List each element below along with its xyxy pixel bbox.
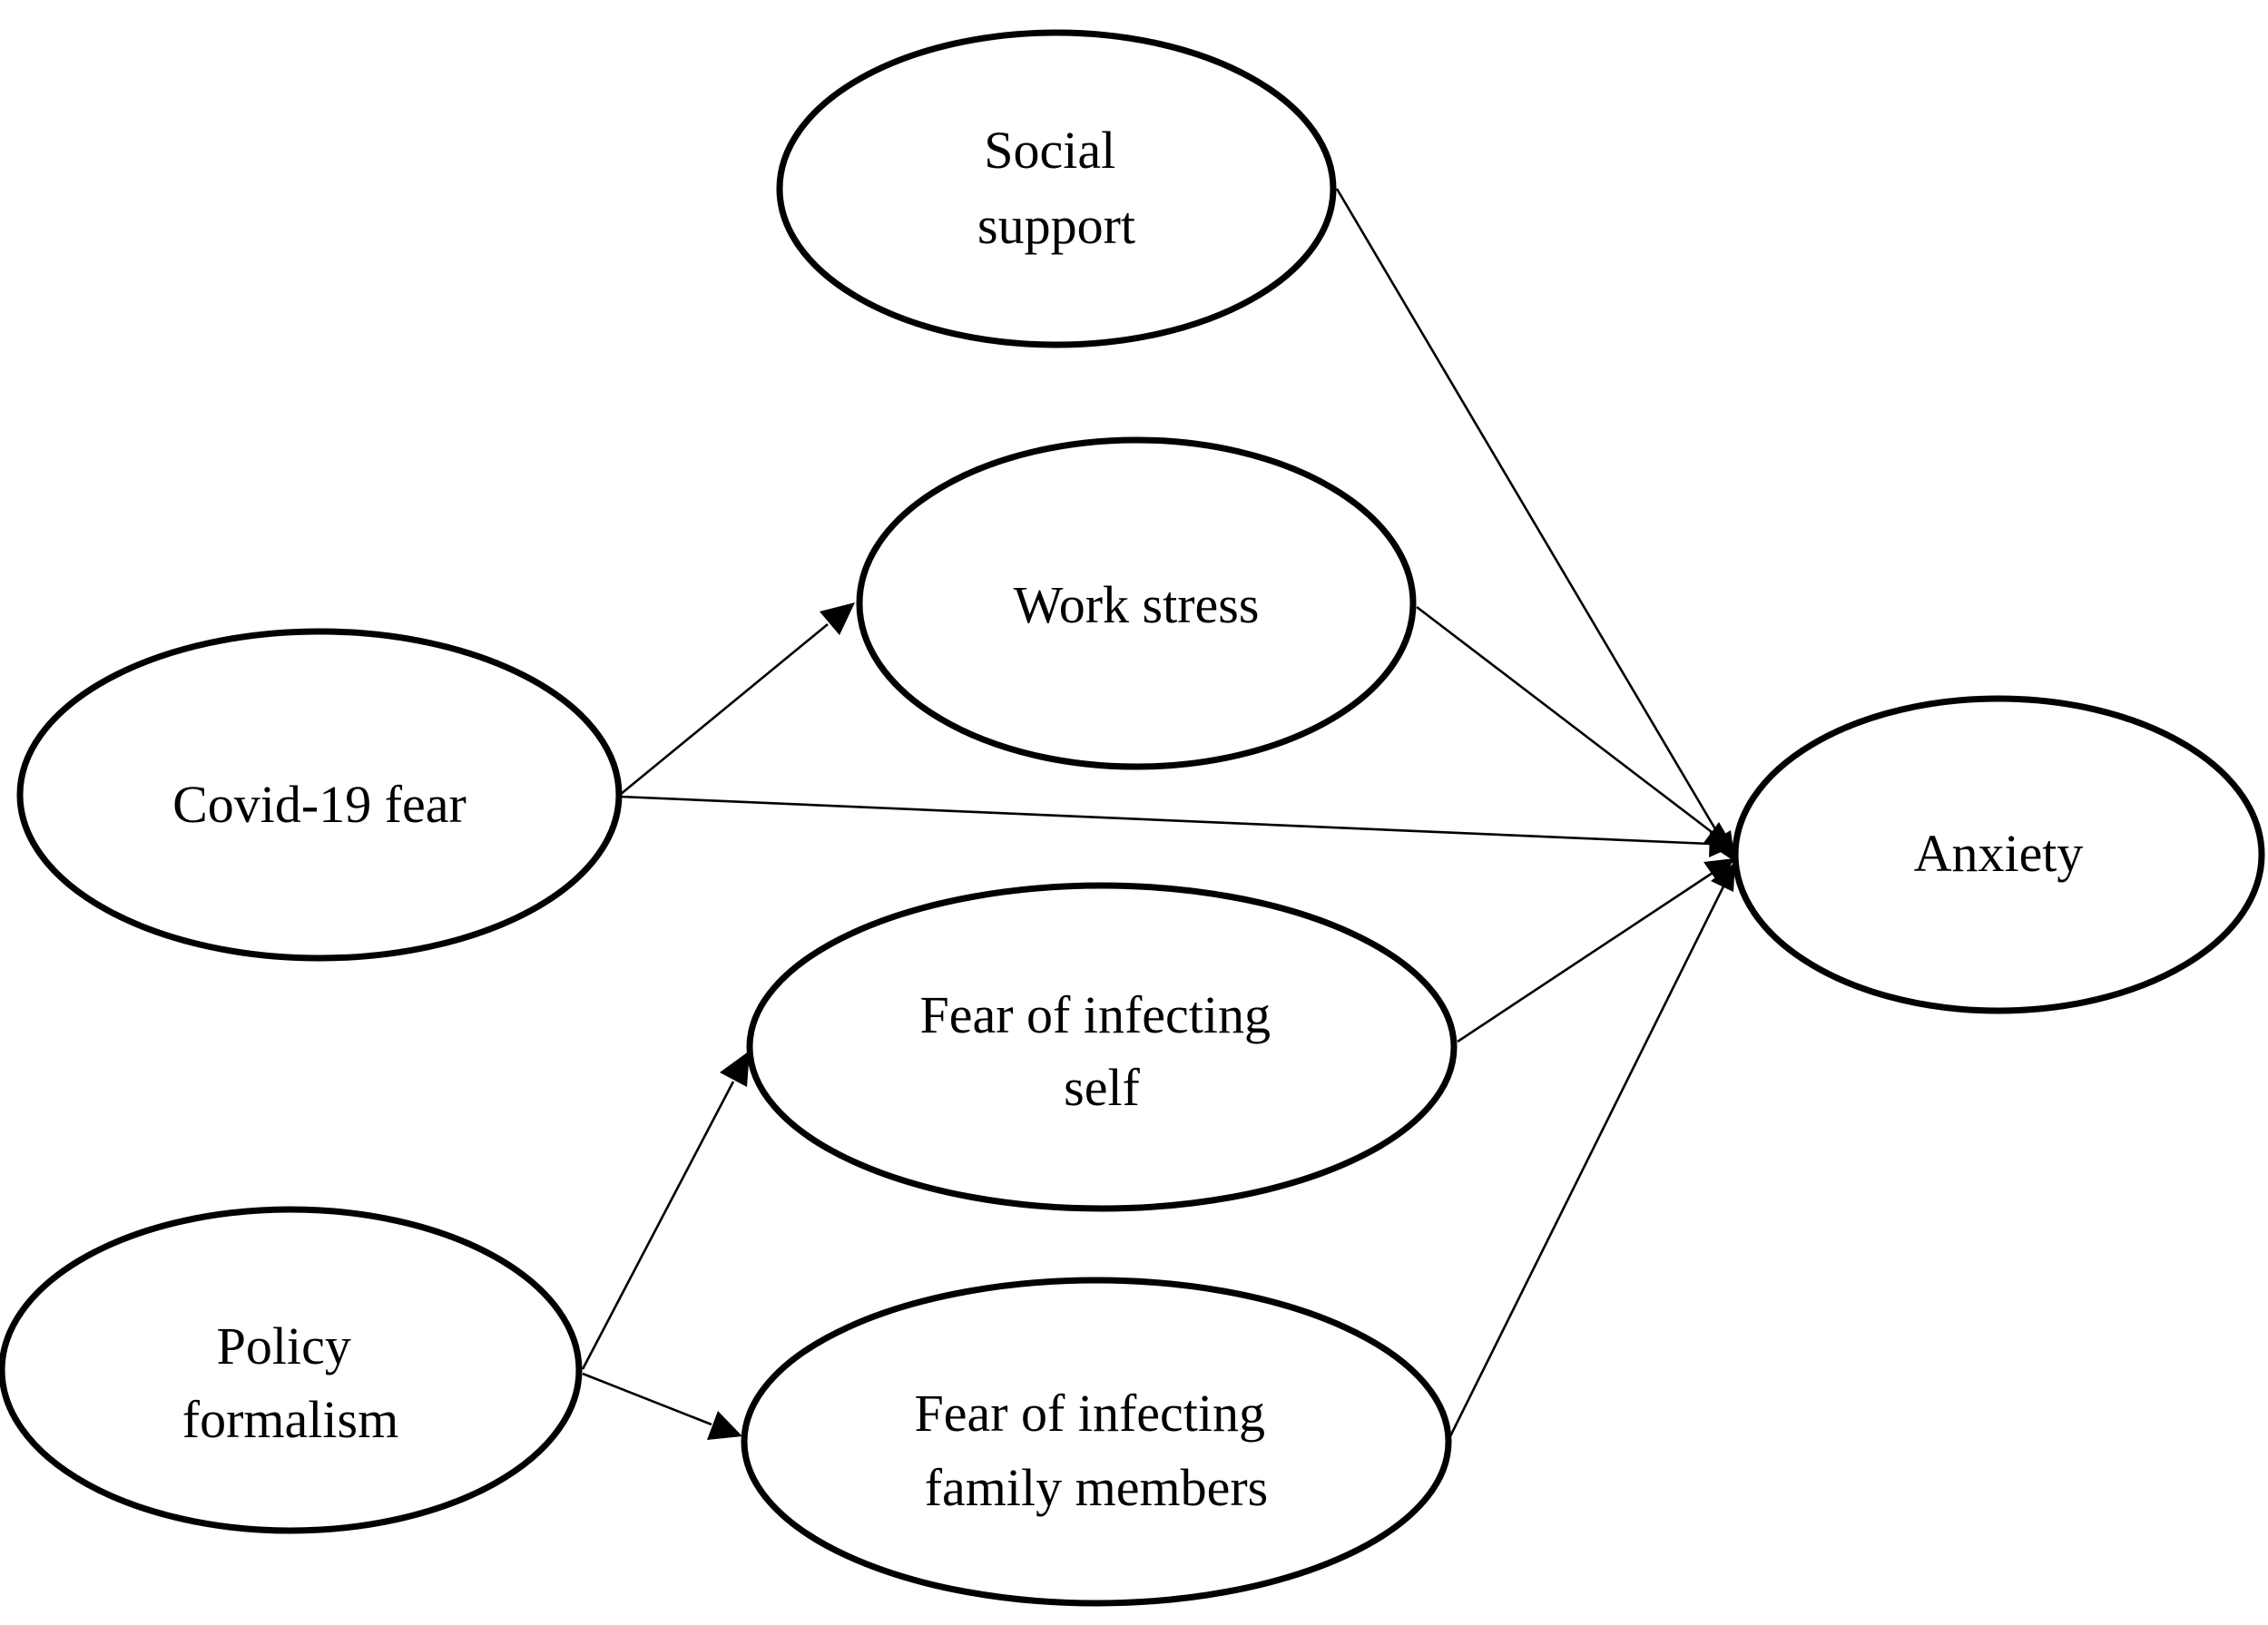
edge-social-support-to-anxiety bbox=[1335, 188, 1723, 839]
node-anxiety-label-line-1: Anxiety bbox=[1914, 824, 2084, 883]
node-social-support-label: Social support bbox=[977, 121, 1135, 255]
edge-covid-fear-to-work-stress bbox=[619, 622, 829, 797]
node-fear-family-label-line-1: Fear of infecting bbox=[914, 1384, 1265, 1443]
node-social-support-ellipse bbox=[776, 29, 1337, 348]
edge-covid-fear-to-work-stress-arrowhead bbox=[820, 602, 855, 635]
edges bbox=[581, 188, 1735, 1440]
edge-policy-to-fear-self-arrowhead bbox=[720, 1051, 750, 1087]
node-fear-family-label-line-2: family members bbox=[925, 1458, 1269, 1517]
node-anxiety-ellipse bbox=[1732, 695, 2265, 1014]
node-covid-fear-label-line-1: Covid-19 fear bbox=[172, 775, 466, 834]
node-work-stress-ellipse bbox=[856, 436, 1417, 770]
node-covid-fear: Covid-19 fear bbox=[16, 628, 623, 962]
node-social-support: Social support bbox=[776, 29, 1337, 348]
node-fear-family-ellipse bbox=[741, 1277, 1452, 1607]
edge-fear-self-to-anxiety bbox=[1457, 871, 1713, 1043]
node-policy-formalism-label-line-2: formalism bbox=[182, 1390, 398, 1449]
node-covid-fear-ellipse bbox=[16, 628, 623, 962]
edge-policy-to-fear-family-arrowhead bbox=[707, 1411, 742, 1440]
node-policy-formalism-label-line-1: Policy bbox=[217, 1317, 351, 1375]
node-anxiety-label: Anxiety bbox=[1914, 824, 2084, 883]
node-social-support-label-line-2: support bbox=[977, 196, 1135, 255]
edge-covid-fear-to-anxiety-arrowhead bbox=[1709, 831, 1735, 857]
node-fear-self-label: Fear of infecting self bbox=[919, 985, 1283, 1117]
edge-fear-family-to-anxiety-arrowhead bbox=[1711, 862, 1735, 892]
edge-fear-family-to-anxiety bbox=[1448, 886, 1725, 1439]
node-covid-fear-label: Covid-19 fear bbox=[172, 775, 466, 834]
node-policy-formalism-ellipse bbox=[0, 1206, 583, 1534]
node-anxiety: Anxiety bbox=[1732, 695, 2265, 1014]
node-work-stress-label-line-1: Work stress bbox=[1014, 575, 1260, 634]
node-fear-of-infecting-self: Fear of infecting self bbox=[746, 882, 1458, 1212]
edge-covid-fear-to-anxiety bbox=[619, 795, 1711, 846]
edge-policy-to-fear-self bbox=[581, 1081, 735, 1370]
node-work-stress: Work stress bbox=[856, 436, 1417, 770]
node-work-stress-label: Work stress bbox=[1014, 575, 1260, 634]
node-policy-formalism-label: Policy formalism bbox=[182, 1317, 398, 1449]
node-fear-self-label-line-1: Fear of infecting bbox=[919, 985, 1271, 1044]
edge-work-stress-to-anxiety bbox=[1416, 605, 1713, 834]
node-social-support-label-line-1: Social bbox=[984, 121, 1115, 180]
edge-fear-self-to-anxiety-arrowhead bbox=[1703, 858, 1735, 883]
node-fear-family-label: Fear of infecting family members bbox=[914, 1384, 1278, 1517]
edge-policy-to-fear-family bbox=[582, 1372, 712, 1426]
node-policy-formalism: Policy formalism bbox=[0, 1206, 583, 1534]
node-fear-self-ellipse bbox=[746, 882, 1458, 1212]
node-fear-of-infecting-family-members: Fear of infecting family members bbox=[741, 1277, 1452, 1607]
node-fear-self-label-line-2: self bbox=[1064, 1058, 1140, 1117]
